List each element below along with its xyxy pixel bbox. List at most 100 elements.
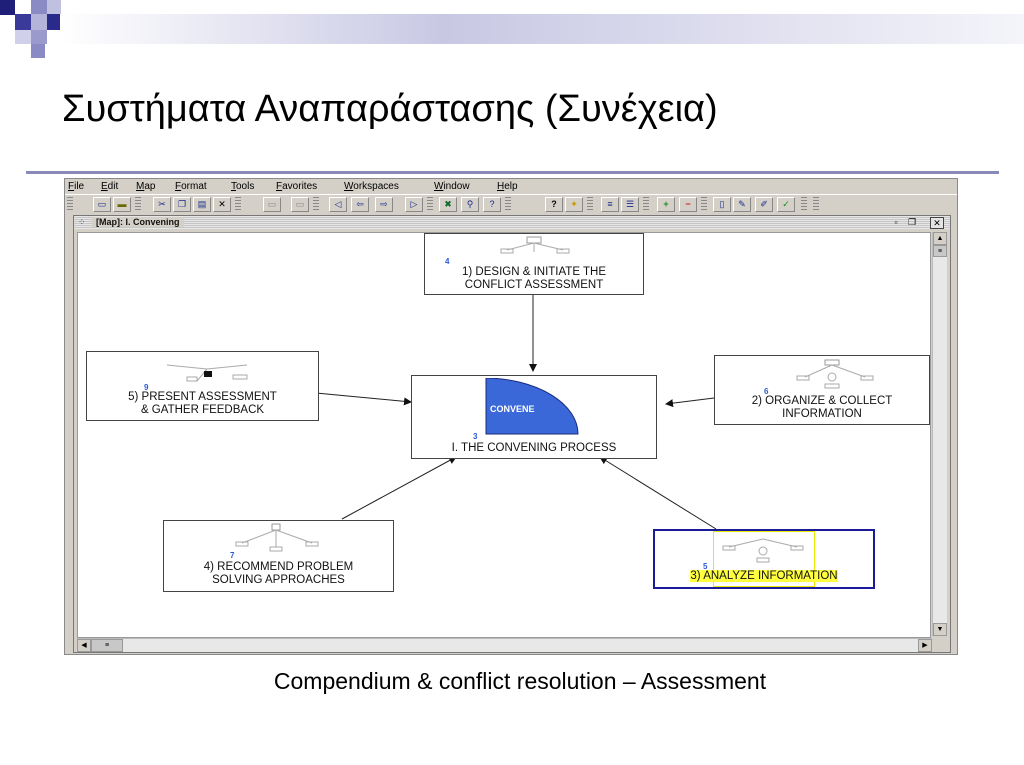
toolbar-separator — [505, 197, 511, 210]
scroll-thumb[interactable]: ≡ — [933, 245, 947, 257]
node-present-assessment[interactable]: 9 5) PRESENT ASSESSMENT & GATHER FEEDBAC… — [86, 351, 319, 421]
scroll-thumb[interactable]: ≡ — [91, 639, 123, 652]
vertical-scrollbar[interactable]: ▲ ≡ ▼ — [932, 232, 947, 636]
node-organize-collect[interactable]: 6 2) ORGANIZE & COLLECT INFORMATION — [714, 355, 930, 425]
header-gradient-bar — [60, 14, 1024, 44]
idea-icon[interactable]: ✦ — [565, 197, 583, 212]
menu-favorites[interactable]: Favorites — [276, 181, 318, 192]
node-number: 6 — [764, 387, 769, 396]
node-label-line2: INFORMATION — [782, 408, 862, 420]
toolbar-separator — [135, 197, 141, 210]
deco-square — [15, 14, 31, 30]
list-icon[interactable]: ☰ — [621, 197, 639, 212]
map-window-titlebar[interactable]: ⁘ [Map]: I. Convening ▫ ❐ ✕ — [74, 216, 950, 229]
node-thumbnail-frame — [713, 531, 815, 587]
node-number: 9 — [144, 383, 149, 392]
convene-pie-icon: CONVENE — [485, 378, 579, 435]
close-icon[interactable]: ✕ — [930, 217, 944, 229]
map-window: ⁘ [Map]: I. Convening ▫ ❐ ✕ — [73, 215, 951, 653]
scroll-up-icon[interactable]: ▲ — [933, 232, 947, 245]
help-icon[interactable]: ? — [545, 197, 563, 212]
node-number: 7 — [230, 551, 235, 560]
node-convening-process[interactable]: CONVENE 3 I. THE CONVENING PROCESS — [411, 375, 657, 459]
deco-square — [0, 0, 15, 15]
search-icon[interactable]: ⚲ — [461, 197, 479, 212]
map-canvas[interactable]: 4 1) DESIGN & INITIATE THE CONFLICT ASSE… — [77, 232, 931, 638]
compendium-app-window: File Edit Map Format Tools Favorites Wor… — [64, 178, 958, 655]
node-label-line1: 5) PRESENT ASSESSMENT — [128, 391, 277, 403]
forward-icon[interactable]: ⇨ — [375, 197, 393, 212]
link-present-to-center — [315, 392, 412, 406]
node-thumbnail — [235, 523, 319, 552]
book-icon[interactable]: ▯ — [713, 197, 731, 212]
scroll-right-icon[interactable]: ▶ — [918, 639, 932, 652]
menu-file[interactable]: File — [68, 181, 85, 192]
disabled-icon[interactable]: ▭ — [263, 197, 281, 212]
forward-arrow-icon[interactable]: ▷ — [405, 197, 423, 212]
menu-window[interactable]: Window — [434, 181, 470, 192]
check-icon[interactable]: ✓ — [777, 197, 795, 212]
menu-tools[interactable]: Tools — [231, 181, 255, 192]
scroll-left-icon[interactable]: ◀ — [77, 639, 91, 652]
connection-lines — [315, 293, 717, 530]
node-recommend-problem-solving[interactable]: 7 4) RECOMMEND PROBLEM SOLVING APPROACHE… — [163, 520, 394, 592]
link-recommend-to-center — [341, 456, 457, 520]
slide-title: Συστήματα Αναπαράστασης (Συνέχεια) — [62, 88, 718, 130]
node-thumbnail — [500, 236, 570, 254]
menu-help[interactable]: Help — [497, 181, 518, 192]
link-organize-to-center — [665, 397, 715, 408]
restore-icon[interactable]: ❐ — [907, 217, 917, 227]
map-window-title: [Map]: I. Convening — [92, 217, 184, 227]
deco-square — [31, 44, 45, 58]
cut-icon[interactable]: ✂ — [153, 197, 171, 212]
deco-square — [31, 14, 47, 30]
deco-square — [31, 30, 47, 44]
title-divider — [26, 171, 999, 174]
minimize-icon[interactable]: ▫ — [894, 217, 898, 227]
toolbar-separator — [313, 197, 319, 210]
brush-icon[interactable]: ✎ — [733, 197, 751, 212]
menu-edit[interactable]: Edit — [101, 181, 119, 192]
pen-icon[interactable]: ✐ — [755, 197, 773, 212]
remove-icon[interactable]: − — [679, 197, 697, 212]
add-icon[interactable]: + — [657, 197, 675, 212]
node-analyze-information[interactable]: 5 3) ANALYZE INFORMATION — [653, 529, 875, 589]
deco-square — [15, 30, 31, 44]
back-icon[interactable]: ⇦ — [351, 197, 369, 212]
node-label-line1: 4) RECOMMEND PROBLEM — [203, 561, 354, 573]
node-number: 3 — [473, 432, 478, 441]
toolbar-separator — [587, 197, 593, 210]
back-arrow-icon[interactable]: ◁ — [329, 197, 347, 212]
node-label-wrapper: 3) ANALYZE INFORMATION — [655, 570, 873, 583]
deco-square — [31, 0, 47, 14]
menu-bar: File Edit Map Format Tools Favorites Wor… — [65, 179, 957, 194]
node-label-line1: 2) ORGANIZE & COLLECT — [751, 395, 893, 407]
node-number: 5 — [703, 562, 708, 571]
menu-workspaces[interactable]: Workspaces — [344, 181, 399, 192]
delete-icon[interactable]: ✕ — [213, 197, 231, 212]
link-analyze-to-center — [599, 456, 717, 530]
toolbar-separator — [801, 197, 807, 210]
paste-icon[interactable]: ▤ — [193, 197, 211, 212]
align-icon[interactable]: ≡ — [601, 197, 619, 212]
menu-format[interactable]: Format — [175, 181, 207, 192]
deco-square — [47, 0, 61, 14]
scroll-down-icon[interactable]: ▼ — [933, 623, 947, 636]
node-label-line2: SOLVING APPROACHES — [212, 574, 345, 586]
menu-map[interactable]: Map — [136, 181, 156, 192]
query-icon[interactable]: ? — [483, 197, 501, 212]
open-folder-icon[interactable]: ▭ — [93, 197, 111, 212]
toolbar-separator — [235, 197, 241, 210]
map-tools-icon[interactable]: ✖ — [439, 197, 457, 212]
node-thumbnail — [166, 364, 248, 382]
node-thumbnail — [722, 538, 804, 563]
node-label-line1: 1) DESIGN & INITIATE THE — [462, 266, 606, 278]
node-design-initiate[interactable]: 4 1) DESIGN & INITIATE THE CONFLICT ASSE… — [424, 233, 644, 295]
horizontal-scrollbar[interactable]: ◀ ≡ ▶ — [77, 638, 932, 652]
node-label-line2: CONFLICT ASSESSMENT — [464, 279, 604, 291]
node-label-line2: & GATHER FEEDBACK — [140, 404, 265, 416]
save-icon[interactable]: ▬ — [113, 197, 131, 212]
node-thumbnail — [796, 359, 874, 389]
disabled-icon[interactable]: ▭ — [291, 197, 309, 212]
copy-icon[interactable]: ❐ — [173, 197, 191, 212]
